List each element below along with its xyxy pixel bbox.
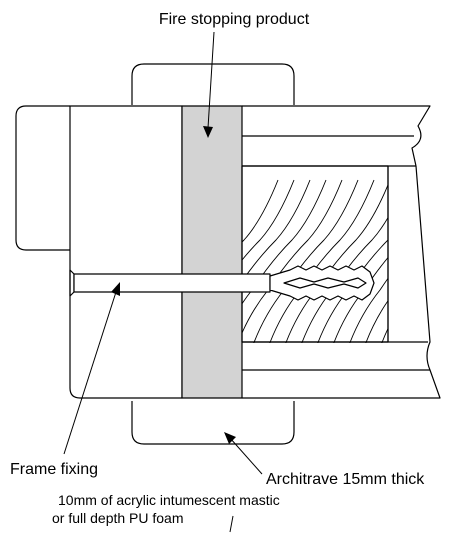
leader-mastic bbox=[229, 515, 234, 533]
wall-bottom-edge bbox=[242, 165, 441, 399]
label-mastic-line-1: 10mm of acrylic intumescent mastic bbox=[58, 492, 280, 508]
arrowhead-fire-stopping bbox=[203, 126, 213, 138]
label-mastic-line-2: or full depth PU foam bbox=[52, 510, 184, 526]
label-frame-fixing: Frame fixing bbox=[10, 461, 98, 478]
wood-grain-hatching bbox=[242, 179, 388, 343]
frame-fixing-plug-inner bbox=[283, 277, 367, 289]
frame-fixing-shank bbox=[73, 273, 271, 293]
arrowhead-frame-fixing bbox=[111, 282, 120, 296]
outer-lining bbox=[15, 105, 70, 251]
label-fire-stopping-product: Fire stopping product bbox=[159, 11, 310, 28]
wall-top-edge bbox=[242, 105, 431, 167]
leader-frame-fixing bbox=[63, 291, 117, 455]
label-architrave: Architrave 15mm thick bbox=[266, 471, 425, 488]
architrave-bottom bbox=[131, 401, 295, 445]
architrave-top bbox=[131, 63, 295, 105]
leader-architrave bbox=[229, 437, 263, 475]
frame-body bbox=[69, 105, 183, 399]
fire-stopping-product bbox=[181, 105, 243, 399]
leader-fire-stopping bbox=[207, 31, 215, 129]
arrowhead-architrave bbox=[224, 432, 236, 444]
